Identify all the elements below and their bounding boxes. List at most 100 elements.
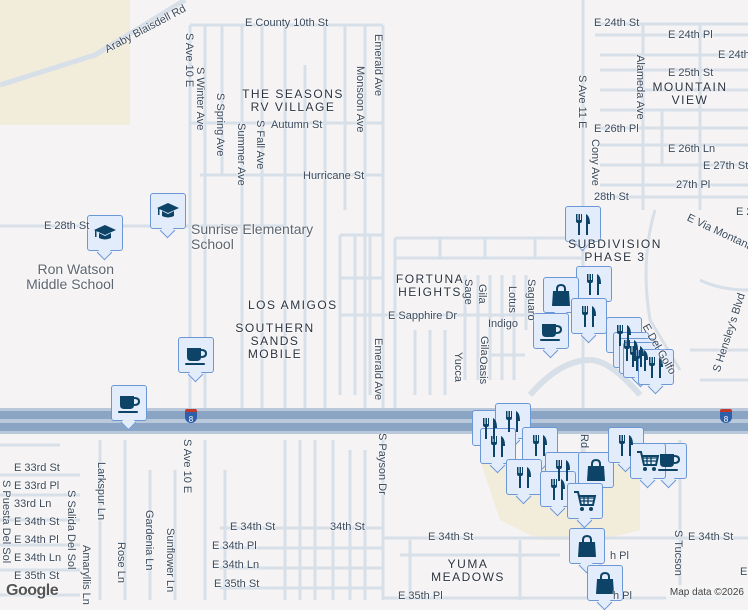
cafe-marker[interactable] bbox=[111, 385, 147, 421]
fork-knife-icon bbox=[649, 357, 663, 378]
restaurant-marker[interactable] bbox=[480, 428, 516, 464]
street-label: h Pl bbox=[610, 550, 629, 562]
street-label: Yucca bbox=[452, 352, 464, 382]
street-label: Autumn St bbox=[271, 119, 323, 131]
street-label: E 34th St bbox=[688, 531, 734, 543]
street-label: 33rd Ln bbox=[14, 498, 52, 510]
street-label: Cony Ave bbox=[589, 139, 601, 186]
restaurant-marker[interactable] bbox=[522, 427, 558, 463]
street-label: E 34th Pl bbox=[212, 540, 257, 552]
street-label: E 24th bbox=[718, 49, 748, 61]
street-label: E 34th St bbox=[230, 521, 276, 533]
street-label: Oasis bbox=[477, 356, 489, 385]
street-label: 27th Pl bbox=[676, 179, 711, 191]
street-label: Gila bbox=[478, 336, 490, 356]
shopping-cart-icon bbox=[637, 451, 660, 471]
restaurant-marker[interactable] bbox=[571, 298, 607, 334]
street-label: Gila bbox=[476, 284, 488, 304]
google-logo: Google bbox=[6, 582, 59, 599]
restaurant-marker[interactable] bbox=[565, 206, 601, 242]
grocery-marker[interactable] bbox=[567, 483, 603, 519]
street-label: Indigo bbox=[488, 318, 518, 330]
street-label: S Salida Del Sol bbox=[65, 490, 77, 570]
street-label: E 26th Pl bbox=[594, 123, 639, 135]
street-label: Emerald Ave bbox=[372, 338, 384, 401]
street-label: E 25th St bbox=[668, 67, 714, 79]
restaurant-marker[interactable] bbox=[540, 471, 576, 507]
street-label: E 34th Pl bbox=[14, 534, 59, 546]
highway-shield: 8 bbox=[185, 409, 197, 424]
shopping-marker[interactable] bbox=[569, 528, 605, 564]
street-label: Rd bbox=[578, 434, 590, 449]
restaurant-marker[interactable] bbox=[472, 410, 508, 446]
street-label: E 34th St bbox=[428, 531, 474, 543]
shopping-bag-icon bbox=[596, 571, 614, 594]
street-label: E 35th Pl bbox=[398, 590, 443, 602]
street-label: Saguaro bbox=[525, 279, 537, 321]
street-label: S Puesta Del Sol bbox=[0, 480, 12, 564]
fork-knife-icon bbox=[587, 274, 601, 295]
shopping-bag-icon bbox=[587, 458, 605, 481]
street-label: E County 10th St bbox=[245, 17, 329, 29]
cafe-marker[interactable] bbox=[533, 313, 569, 349]
street-label: h Pl bbox=[613, 590, 632, 602]
poi-label-sunrise-elementary-school[interactable]: Sunrise Elementary School bbox=[191, 221, 314, 252]
street-label: E 26th Ln bbox=[668, 143, 716, 155]
street-label: S Ave 10 E bbox=[181, 439, 193, 494]
poi-label-ron-watson-middle-school[interactable]: Ron Watson Middle School bbox=[26, 261, 114, 292]
street-label: Emerald Ave bbox=[372, 34, 384, 97]
restaurant-marker[interactable] bbox=[495, 403, 531, 439]
street-label: S Payson Dr bbox=[376, 433, 388, 495]
restaurant-marker[interactable] bbox=[576, 266, 612, 302]
coffee-cup-icon bbox=[185, 348, 208, 365]
street-label: E 28th St bbox=[44, 220, 90, 232]
street-label: Rose Ln bbox=[115, 542, 127, 583]
area-label: THE SEASONS RV VILLAGE bbox=[242, 87, 344, 114]
area-label: FORTUNA HEIGHTS bbox=[395, 272, 465, 299]
street-label: Amaryllis Ln bbox=[80, 545, 92, 605]
area-label: MOUNTAIN VIEW bbox=[652, 80, 728, 107]
street-label: Larkspur Ln bbox=[95, 462, 107, 521]
school-marker[interactable] bbox=[87, 215, 123, 251]
street-label: S Ave 11 E bbox=[576, 75, 588, 129]
area-label: YUMA MEADOWS bbox=[431, 557, 505, 584]
restaurant-marker[interactable] bbox=[506, 459, 542, 495]
street-label: S Tucson bbox=[672, 530, 684, 576]
graduation-cap-icon bbox=[157, 203, 179, 218]
fork-knife-icon bbox=[551, 479, 565, 500]
shopping-cart-icon bbox=[574, 491, 597, 511]
street-label: S Winter Ave bbox=[194, 67, 206, 131]
coffee-cup-icon bbox=[540, 324, 563, 341]
graduation-cap-icon bbox=[94, 225, 116, 240]
street-label: 34th St bbox=[330, 521, 365, 533]
coffee-cup-icon bbox=[118, 396, 141, 413]
shopping-marker[interactable] bbox=[543, 277, 579, 313]
street-label: Alameda Ave bbox=[634, 55, 646, 120]
street-label: E 35th St bbox=[14, 570, 60, 582]
street-label: E 33rd St bbox=[14, 462, 60, 474]
street-label: Hurricane St bbox=[303, 170, 365, 182]
street-label: E Sapphire Dr bbox=[388, 310, 458, 322]
coffee-cup-icon bbox=[658, 454, 681, 471]
fork-knife-icon bbox=[483, 418, 497, 439]
street-label: E 27th St bbox=[703, 160, 748, 172]
street-label: E 34th Ln bbox=[14, 552, 62, 564]
cafe-marker[interactable] bbox=[178, 337, 214, 373]
shopping-marker[interactable] bbox=[578, 452, 614, 488]
shopping-bag-icon bbox=[552, 283, 570, 306]
fork-knife-icon bbox=[506, 411, 520, 432]
fork-knife-icon bbox=[630, 346, 644, 367]
street-label: E 34th Ln bbox=[212, 559, 260, 571]
fork-knife-icon bbox=[576, 214, 590, 235]
area-label: LOS AMIGOS bbox=[248, 298, 338, 312]
highway-shield: 8 bbox=[720, 409, 732, 424]
street-label: S Spring Ave bbox=[214, 93, 226, 157]
map-attribution[interactable]: Map data ©2026 bbox=[665, 585, 748, 600]
restaurant-marker[interactable] bbox=[638, 349, 674, 385]
street-label: Summer Ave bbox=[235, 123, 247, 186]
street-label: E 34th St bbox=[14, 516, 60, 528]
grocery-marker[interactable] bbox=[630, 443, 666, 479]
school-marker[interactable] bbox=[150, 193, 186, 229]
street-label: 28th St bbox=[594, 191, 629, 203]
shopping-marker[interactable] bbox=[587, 565, 623, 601]
